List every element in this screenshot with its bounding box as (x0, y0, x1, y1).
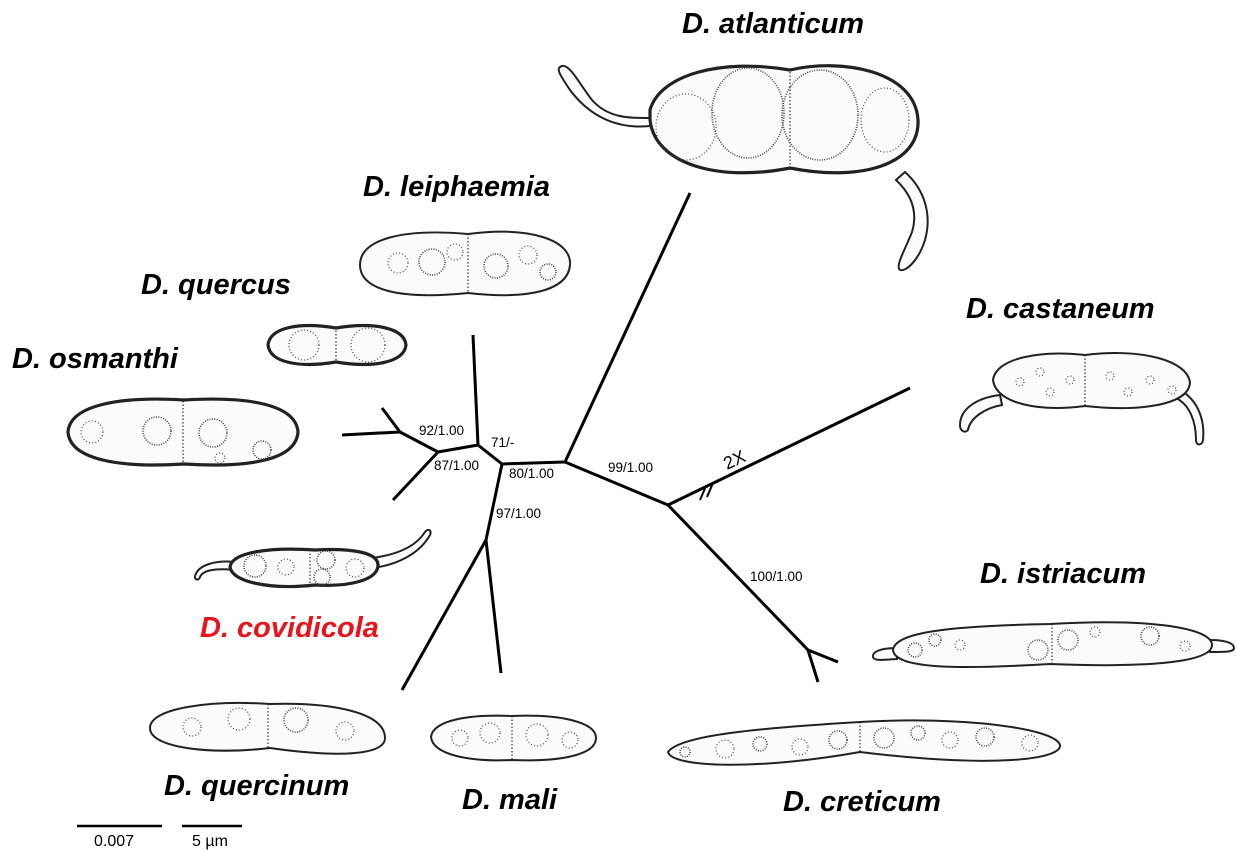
spore-quercus (268, 326, 406, 365)
spore-osmanthi (68, 399, 298, 465)
label-quercinum: D. quercinum (164, 770, 349, 802)
appendage (1210, 640, 1234, 652)
support-71: 71/- (491, 435, 514, 450)
branch-osmanthi (342, 432, 400, 435)
support-100: 100/1.00 (750, 569, 803, 584)
spore-scale-label: 5 µm (192, 833, 228, 850)
support-87: 87/1.00 (434, 458, 479, 473)
label-mali: D. mali (462, 784, 558, 816)
appendage (372, 530, 431, 568)
branch-mali (486, 540, 501, 673)
label-leiphaemia: D. leiphaemia (363, 171, 550, 203)
label-osmanthi: D. osmanthi (12, 343, 179, 375)
spore-istriacum (873, 622, 1234, 667)
label-istriacum: D. istriacum (980, 558, 1146, 590)
support-80: 80/1.00 (509, 466, 554, 481)
label-creticum: D. creticum (783, 786, 941, 818)
branch-internal-80 (502, 462, 565, 464)
label-atlanticum: D. atlanticum (682, 8, 864, 40)
spore-castaneum (960, 353, 1203, 444)
spore-mali (431, 716, 596, 761)
appendage (195, 562, 235, 580)
branch-covidicola (393, 452, 438, 500)
tree-scale-label: 0.007 (94, 833, 134, 850)
branch-internal-87 (438, 445, 478, 452)
label-castaneum: D. castaneum (966, 293, 1155, 325)
support-92: 92/1.00 (419, 423, 464, 438)
spore-body (431, 716, 596, 761)
spore-body (650, 66, 918, 173)
branch-atlanticum (565, 193, 690, 462)
spore-body (668, 720, 1060, 764)
branch-leiphaemia (382, 408, 400, 432)
spore-creticum (668, 720, 1060, 764)
spore-atlanticum (559, 66, 928, 271)
branch-quercus (473, 335, 478, 445)
label-covidicola: D. covidicola (200, 612, 379, 644)
spore-body (993, 353, 1190, 408)
spore-covidicola (195, 530, 431, 587)
support-99: 99/1.00 (608, 460, 653, 475)
branch-internal-97 (486, 464, 502, 540)
scale-bars: 0.007 5 µm (77, 826, 242, 850)
label-quercus: D. quercus (141, 269, 291, 301)
appendage (559, 66, 650, 127)
spore-leiphaemia (360, 232, 570, 295)
appendage (896, 172, 928, 270)
appendage (960, 395, 1002, 432)
spore-body (360, 232, 570, 295)
support-97: 97/1.00 (496, 506, 541, 521)
spore-quercinum (150, 703, 385, 754)
branch-quercinum (402, 540, 486, 690)
